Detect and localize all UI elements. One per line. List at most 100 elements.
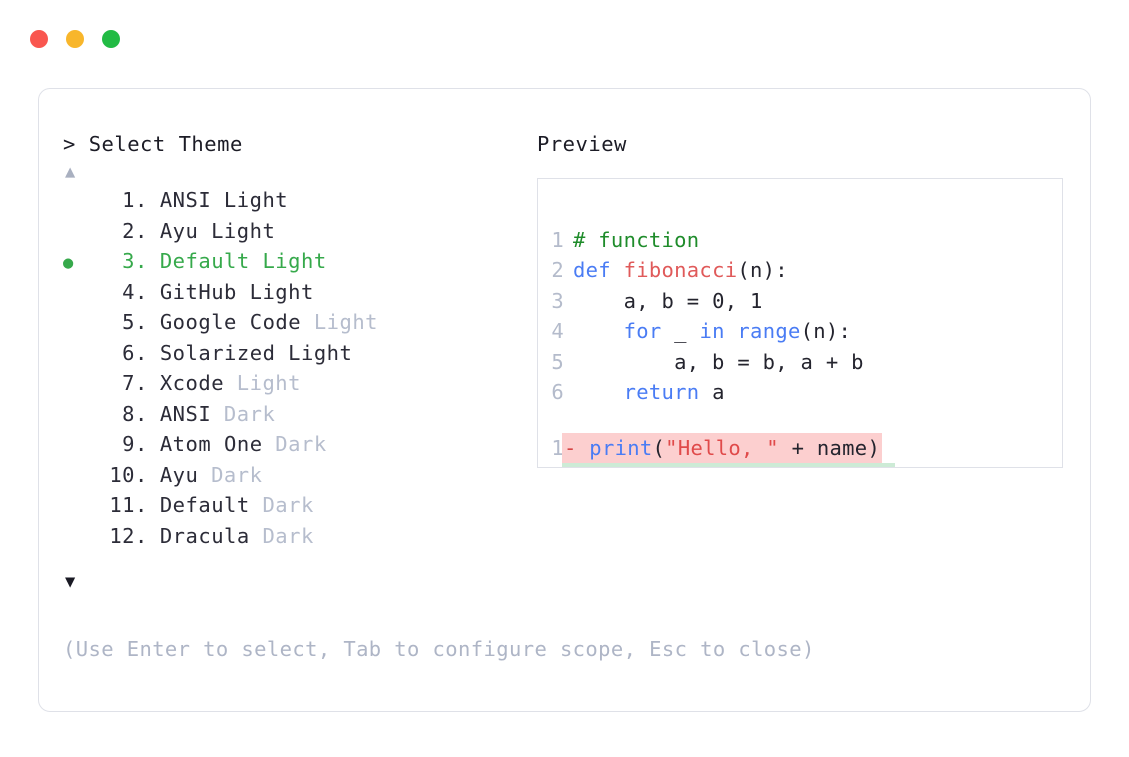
theme-item-index: 5 (122, 310, 135, 334)
line-number: 3 (551, 288, 564, 313)
diff-source: - print("Hello, " + name) (562, 433, 883, 464)
code-token (573, 380, 624, 404)
theme-item-variant: Dark (275, 432, 327, 456)
code-line: 3 a, b = 0, 1 (548, 289, 1062, 319)
bullet-slot: ● (63, 187, 89, 218)
theme-selector-panel: > Select Theme ▲ ●1.ANSILight●2.AyuLight… (63, 131, 533, 595)
theme-item-variant: Dark (223, 401, 276, 426)
code-token: ) (880, 466, 893, 467)
theme-item-variant: Light (262, 249, 327, 273)
code-line: 6 return a (548, 380, 1062, 410)
theme-item-separator: . (135, 523, 148, 548)
selected-bullet-icon: ● (63, 253, 74, 273)
code-token: # function (573, 228, 700, 252)
page-title-text (76, 132, 89, 156)
theme-item-separator: . (135, 493, 148, 517)
code-token: for (623, 319, 662, 344)
theme-item-name: Default (159, 249, 250, 273)
code-token: 1 (750, 288, 763, 313)
theme-item-name: Atom One (159, 432, 263, 456)
bullet-slot: ● (63, 401, 89, 432)
code-source: return a (573, 380, 725, 404)
code-token: def (573, 258, 624, 283)
bullet-slot: ● (63, 309, 89, 340)
theme-item-name: ANSI (159, 188, 212, 212)
theme-item-variant: Light (236, 371, 301, 395)
diff-sign: - (564, 436, 590, 460)
theme-item-index: 11 (109, 493, 135, 517)
theme-item-name: GitHub (159, 279, 237, 304)
maximize-window-button[interactable] (102, 30, 120, 48)
line-number: 1 (551, 228, 564, 252)
theme-item-variant: Light (223, 188, 289, 212)
theme-item-index: 10 (109, 462, 135, 487)
bullet-slot: ● (63, 492, 89, 523)
code-token: "Hello, " (665, 436, 779, 460)
theme-item-index: 6 (122, 340, 135, 365)
code-token: (n): (737, 258, 788, 283)
bullet-slot: ● (63, 218, 89, 249)
preview-label: Preview (537, 132, 627, 156)
bullet-slot: ● (63, 462, 89, 493)
code-token: in (699, 319, 725, 344)
close-window-button[interactable] (30, 30, 48, 48)
code-source: # function (573, 228, 699, 252)
diff-source: + print(f"Hello, {name}!") (562, 463, 895, 467)
theme-item-separator: . (135, 371, 148, 395)
scroll-down-icon[interactable]: ▼ (65, 572, 76, 592)
line-number: 1 (551, 436, 564, 460)
theme-item-index: 8 (122, 401, 135, 426)
scroll-up-icon[interactable]: ▲ (65, 162, 76, 182)
code-line: 5 a, b = b, a + b (548, 350, 1062, 380)
theme-item-variant: Dark (262, 523, 314, 548)
window-controls (30, 30, 120, 48)
code-token: (n): (800, 319, 852, 344)
theme-item-separator: . (135, 310, 148, 334)
minimize-window-button[interactable] (66, 30, 84, 48)
page-title-label: Select Theme (88, 132, 243, 156)
code-source: a, b = b, a + b (573, 350, 864, 374)
theme-item-variant: Dark (262, 493, 314, 517)
theme-item-variant: Light (211, 218, 276, 243)
page-title: > Select Theme (63, 131, 533, 157)
theme-item-separator: . (135, 432, 148, 456)
code-token: print (589, 436, 653, 460)
code-token: fibonacci (623, 258, 738, 283)
line-number: 2 (551, 258, 564, 283)
theme-item-index: 2 (122, 218, 135, 243)
bullet-slot: ● (63, 279, 89, 310)
theme-item-separator: . (135, 462, 148, 487)
code-line: 2 def fibonacci(n): (548, 258, 1062, 288)
bullet-slot: ● (63, 340, 89, 371)
theme-item-name: Ayu (159, 462, 199, 487)
theme-item-separator: . (135, 188, 148, 212)
theme-item-variant: Dark (211, 462, 263, 487)
code-line: 1 # function (548, 228, 1062, 258)
code-token: 0 (712, 288, 725, 313)
theme-item-name: Dracula (159, 523, 250, 548)
code-token: a (699, 379, 725, 404)
theme-item-separator: . (135, 401, 148, 426)
code-token (573, 319, 624, 343)
diff-line-del: 1- print("Hello, " + name) (548, 433, 1062, 464)
theme-list-item[interactable]: ● 10. Ayu Dark (63, 462, 533, 493)
theme-item-index: 7 (122, 371, 135, 395)
bullet-slot: ● (63, 431, 89, 462)
theme-item-index: 4 (122, 279, 135, 304)
theme-item-variant: Light (288, 340, 353, 365)
diff-sample: 1- print("Hello, " + name)1 + print(f"Hel… (548, 433, 1062, 467)
